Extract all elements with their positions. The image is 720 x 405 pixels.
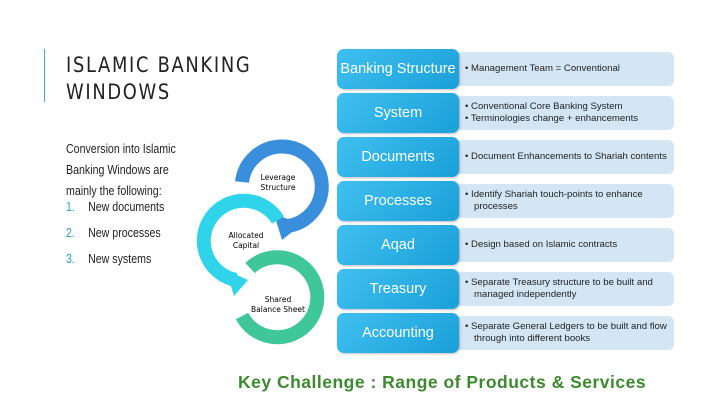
table-row: Documents • Document Enhancements to Shar…	[337, 136, 675, 180]
bullet-item: • Identify Shariah touch-points to enhan…	[465, 189, 643, 212]
bullet-item: • Design based on Islamic contracts	[465, 239, 618, 250]
table-row: System• Conventional Core Banking System…	[337, 92, 675, 136]
table-row: Processes • Identify Shariah touch-points…	[337, 180, 675, 224]
key-challenge-caption: Key Challenge : Range of Products & Serv…	[238, 372, 647, 392]
bullet-item: • Conventional Core Banking System	[465, 101, 623, 112]
cycle-arrow-2	[196, 193, 284, 296]
table-row: Aqad • Design based on Islamic contracts	[337, 224, 675, 268]
challenge-table: Banking Structure • Management Team = Con…	[337, 48, 675, 356]
table-row: Accounting • Separate General Ledgers to …	[337, 312, 675, 356]
row-label: Treasury	[337, 269, 459, 309]
list-item: 2.New processes	[66, 226, 161, 240]
row-description: • Separate Treasury structure to be buil…	[455, 272, 674, 306]
row-description: • Separate General Ledgers to be built a…	[455, 316, 674, 350]
bullet-item: • Management Team = Conventional	[465, 63, 620, 74]
row-label: System	[337, 93, 459, 133]
bullet-item: • Document Enhancements to Shariah conte…	[465, 151, 667, 162]
intro-text: Conversion into Islamic Banking Windows …	[66, 142, 176, 198]
row-label: Banking Structure	[337, 49, 459, 89]
bullet-item: • Separate Treasury structure to be buil…	[465, 277, 653, 300]
numbered-list: 1.New documents 2.New processes 3.New sy…	[66, 200, 164, 278]
row-label: Processes	[337, 181, 459, 221]
bullet-item: • Separate General Ledgers to be built a…	[465, 321, 667, 344]
row-description: • Design based on Islamic contracts	[455, 228, 674, 262]
bullet-item: • Terminologies change + enhancements	[465, 113, 639, 124]
row-description: • Identify Shariah touch-points to enhan…	[455, 184, 674, 218]
row-label: Documents	[337, 137, 459, 177]
table-row: Banking Structure • Management Team = Con…	[337, 48, 675, 92]
table-row: Treasury • Separate Treasury structure to…	[337, 268, 675, 312]
cycle-arrow-3	[235, 250, 325, 345]
row-description: • Conventional Core Banking System• Term…	[455, 96, 674, 130]
row-description: • Document Enhancements to Shariah conte…	[455, 140, 674, 174]
list-item: 3.New systems	[66, 252, 152, 266]
title-accent-bar	[44, 49, 45, 102]
cycle-arrow-1	[235, 139, 329, 240]
list-item: 1.New documents	[66, 200, 165, 214]
row-description: • Management Team = Conventional	[455, 52, 674, 86]
row-label: Aqad	[337, 225, 459, 265]
row-label: Accounting	[337, 313, 459, 353]
